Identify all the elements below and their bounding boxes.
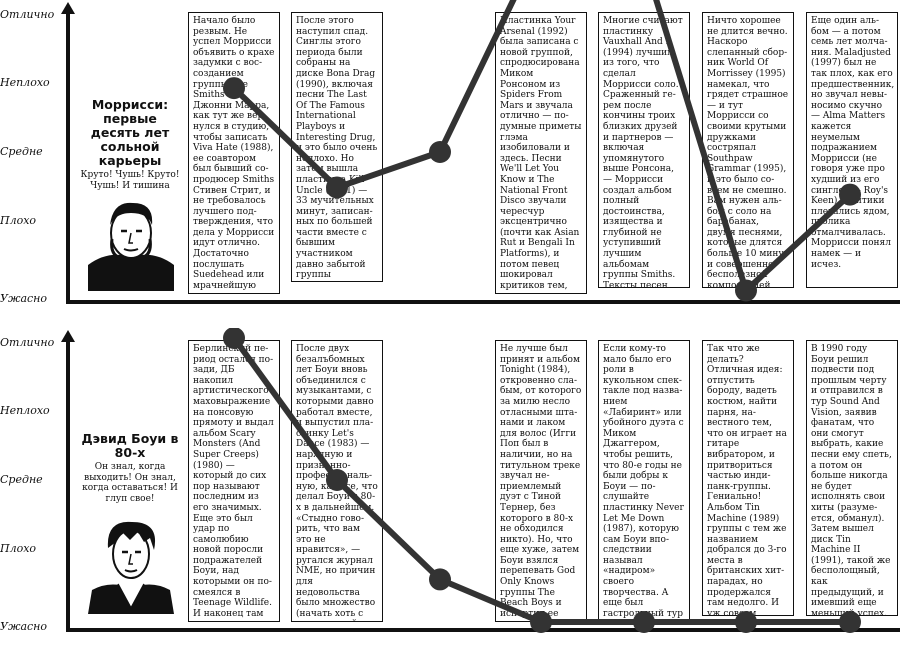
panel-subtitle: Круто! Чушь! Круто! Чушь! И тишина bbox=[80, 170, 180, 191]
y-tick-label: Средне bbox=[0, 145, 43, 158]
commentary-box: Если кому-то мало было его роли в куколь… bbox=[598, 340, 690, 622]
commentary-box: Пластинка Your Arsenal (1992) была запис… bbox=[495, 12, 587, 294]
data-point bbox=[429, 568, 451, 591]
x-axis bbox=[66, 628, 900, 632]
commentary-box: Многие считают пластинку Vauxhall And I … bbox=[598, 12, 690, 288]
y-tick-label: Плохо bbox=[0, 214, 37, 227]
commentary-box: Так что же делать? Отличная идея: отпуст… bbox=[702, 340, 794, 616]
panel-title: Дэвид Боуи в 80-х bbox=[81, 431, 179, 460]
x-axis bbox=[66, 300, 900, 304]
commentary-box: Не лучше был принят и альбом Tonight (19… bbox=[495, 340, 587, 622]
y-tick-label: Плохо bbox=[0, 542, 37, 555]
y-axis-arrow bbox=[61, 330, 75, 342]
y-axis bbox=[66, 8, 70, 304]
data-point bbox=[429, 141, 451, 163]
y-tick-label: Средне bbox=[0, 473, 43, 486]
y-tick-label: Отлично bbox=[0, 336, 55, 349]
y-tick-label: Ужасно bbox=[0, 292, 48, 305]
y-tick-label: Неплохо bbox=[0, 76, 50, 89]
commentary-box: После двух безалъ­бомных лет Боуи вновь … bbox=[291, 340, 383, 622]
commentary-box: В 1990 году Боуи решил подвести под прош… bbox=[806, 340, 898, 616]
y-axis bbox=[66, 336, 70, 632]
panel-title: Моррисси: первые десять лет сольной карь… bbox=[90, 97, 170, 168]
commentary-box: После этого насту­пил спад. Синглы этого… bbox=[291, 12, 383, 282]
y-tick-label: Отлично bbox=[0, 8, 55, 21]
y-tick-label: Неплохо bbox=[0, 404, 50, 417]
y-axis-arrow bbox=[61, 2, 75, 14]
panel-subtitle: Он знал, когда выходить! Он знал, когда … bbox=[82, 462, 178, 504]
morrissey-portrait-icon bbox=[88, 195, 174, 291]
commentary-box: Еще один аль­бом — а потом семь лет молч… bbox=[806, 12, 898, 288]
panel-heading: Моррисси: первые десять лет сольной карь… bbox=[80, 98, 180, 191]
y-tick-label: Ужасно bbox=[0, 620, 48, 633]
bowie-panel: Отлично Неплохо Средне Плохо Ужасно Дэви… bbox=[0, 328, 900, 648]
morrissey-panel: Отлично Неплохо Средне Плохо Ужасно Морр… bbox=[0, 0, 900, 320]
commentary-box: Берлинский пе­риод остался по­зади, ДБ н… bbox=[188, 340, 280, 622]
panel-heading: Дэвид Боуи в 80-х Он знал, когда выходит… bbox=[80, 432, 180, 504]
commentary-box: Начало было резвым. Не успел Моррисси об… bbox=[188, 12, 280, 294]
commentary-box: Ничто хоро­шее не длится вечно. Наскоро … bbox=[702, 12, 794, 288]
bowie-portrait-icon bbox=[88, 518, 174, 614]
